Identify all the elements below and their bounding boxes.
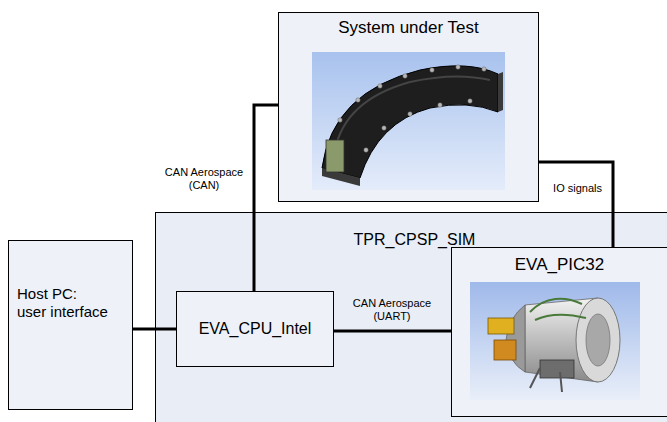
- host-box: Host PC: user interface: [8, 240, 133, 410]
- engine-exhaust: [506, 305, 525, 372]
- node-text: System under Test: [279, 18, 538, 38]
- gearbox: [540, 360, 574, 378]
- engine-pipes: [530, 299, 586, 320]
- node-text: Host PC: user interface: [17, 285, 109, 321]
- engine-hub: [586, 314, 610, 366]
- engine-picture: [470, 282, 640, 400]
- accessory-orange: [494, 340, 516, 360]
- node-text: TPR_CPSP_SIM: [156, 231, 667, 249]
- connector-line: [254, 105, 278, 291]
- process-box: EVA_CPU_Intel: [176, 291, 334, 367]
- device-picture: [312, 52, 505, 190]
- accessory-yellow: [488, 318, 514, 334]
- connector-line: [133, 328, 176, 331]
- node-text: EVA_PIC32: [452, 255, 667, 275]
- edge-label: IO signals: [551, 182, 604, 195]
- connector-line: [539, 162, 613, 247]
- picture-background: [470, 282, 640, 400]
- edge-label: CAN Aerospace (CAN): [160, 166, 248, 192]
- device-end: [498, 72, 503, 112]
- node-text: EVA_CPU_Intel: [199, 320, 312, 338]
- engine-mounts: [530, 368, 562, 392]
- connector-line: [334, 330, 451, 333]
- device-ridge: [335, 76, 490, 150]
- bolts: [338, 65, 486, 152]
- connector-panel: [326, 140, 344, 172]
- picture-background: [312, 52, 505, 190]
- engine-intake: [576, 298, 620, 382]
- device-housing: [322, 66, 498, 178]
- edge-label: CAN Aerospace (UART): [348, 297, 436, 323]
